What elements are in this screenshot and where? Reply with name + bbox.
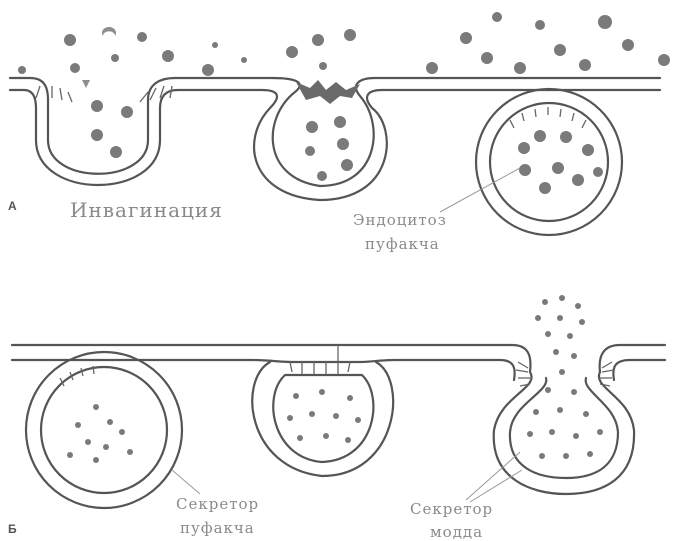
fused-vesicle-outer [494, 372, 634, 494]
extracellular-particles-a [18, 12, 670, 76]
secretory-substance-label-line1: Секретор [410, 500, 493, 518]
panel-a: A Инвагинация Эндоцитоз пуфакча [8, 12, 670, 253]
secreted-particles [527, 295, 603, 459]
secretory-vesicle-particles [67, 404, 133, 463]
panel-b: Б Секретор пуфакча Секретор модда [8, 295, 665, 541]
secretory-substance-label-line2: модда [430, 523, 483, 541]
secretory-substance-leader-2 [470, 470, 522, 502]
endocytic-vesicle-outer [476, 89, 622, 235]
invagination-label: Инвагинация [70, 198, 223, 222]
fused-vesicle-inner [510, 378, 618, 478]
pit2-particles [305, 116, 353, 181]
docking-vesicle-particles [287, 389, 361, 443]
panel-a-letter: A [8, 199, 17, 213]
secretory-vesicle-label-line1: Секретор [176, 495, 259, 513]
endocytosis-label-line2: пуфакча [365, 235, 440, 253]
endocytic-vesicle-inner [490, 103, 608, 221]
secretory-vesicle-inner [41, 367, 167, 493]
pit1-particles [82, 80, 133, 158]
secretory-vesicle-outer [26, 352, 182, 508]
secretory-vesicle-leader [172, 470, 200, 494]
endocytosis-label-line1: Эндоцитоз [353, 211, 447, 229]
vesicle-particles [518, 130, 603, 194]
pit-neck-coat [296, 80, 360, 104]
secretory-vesicle-label-line2: пуфакча [180, 519, 255, 537]
panel-b-letter: Б [8, 522, 17, 536]
